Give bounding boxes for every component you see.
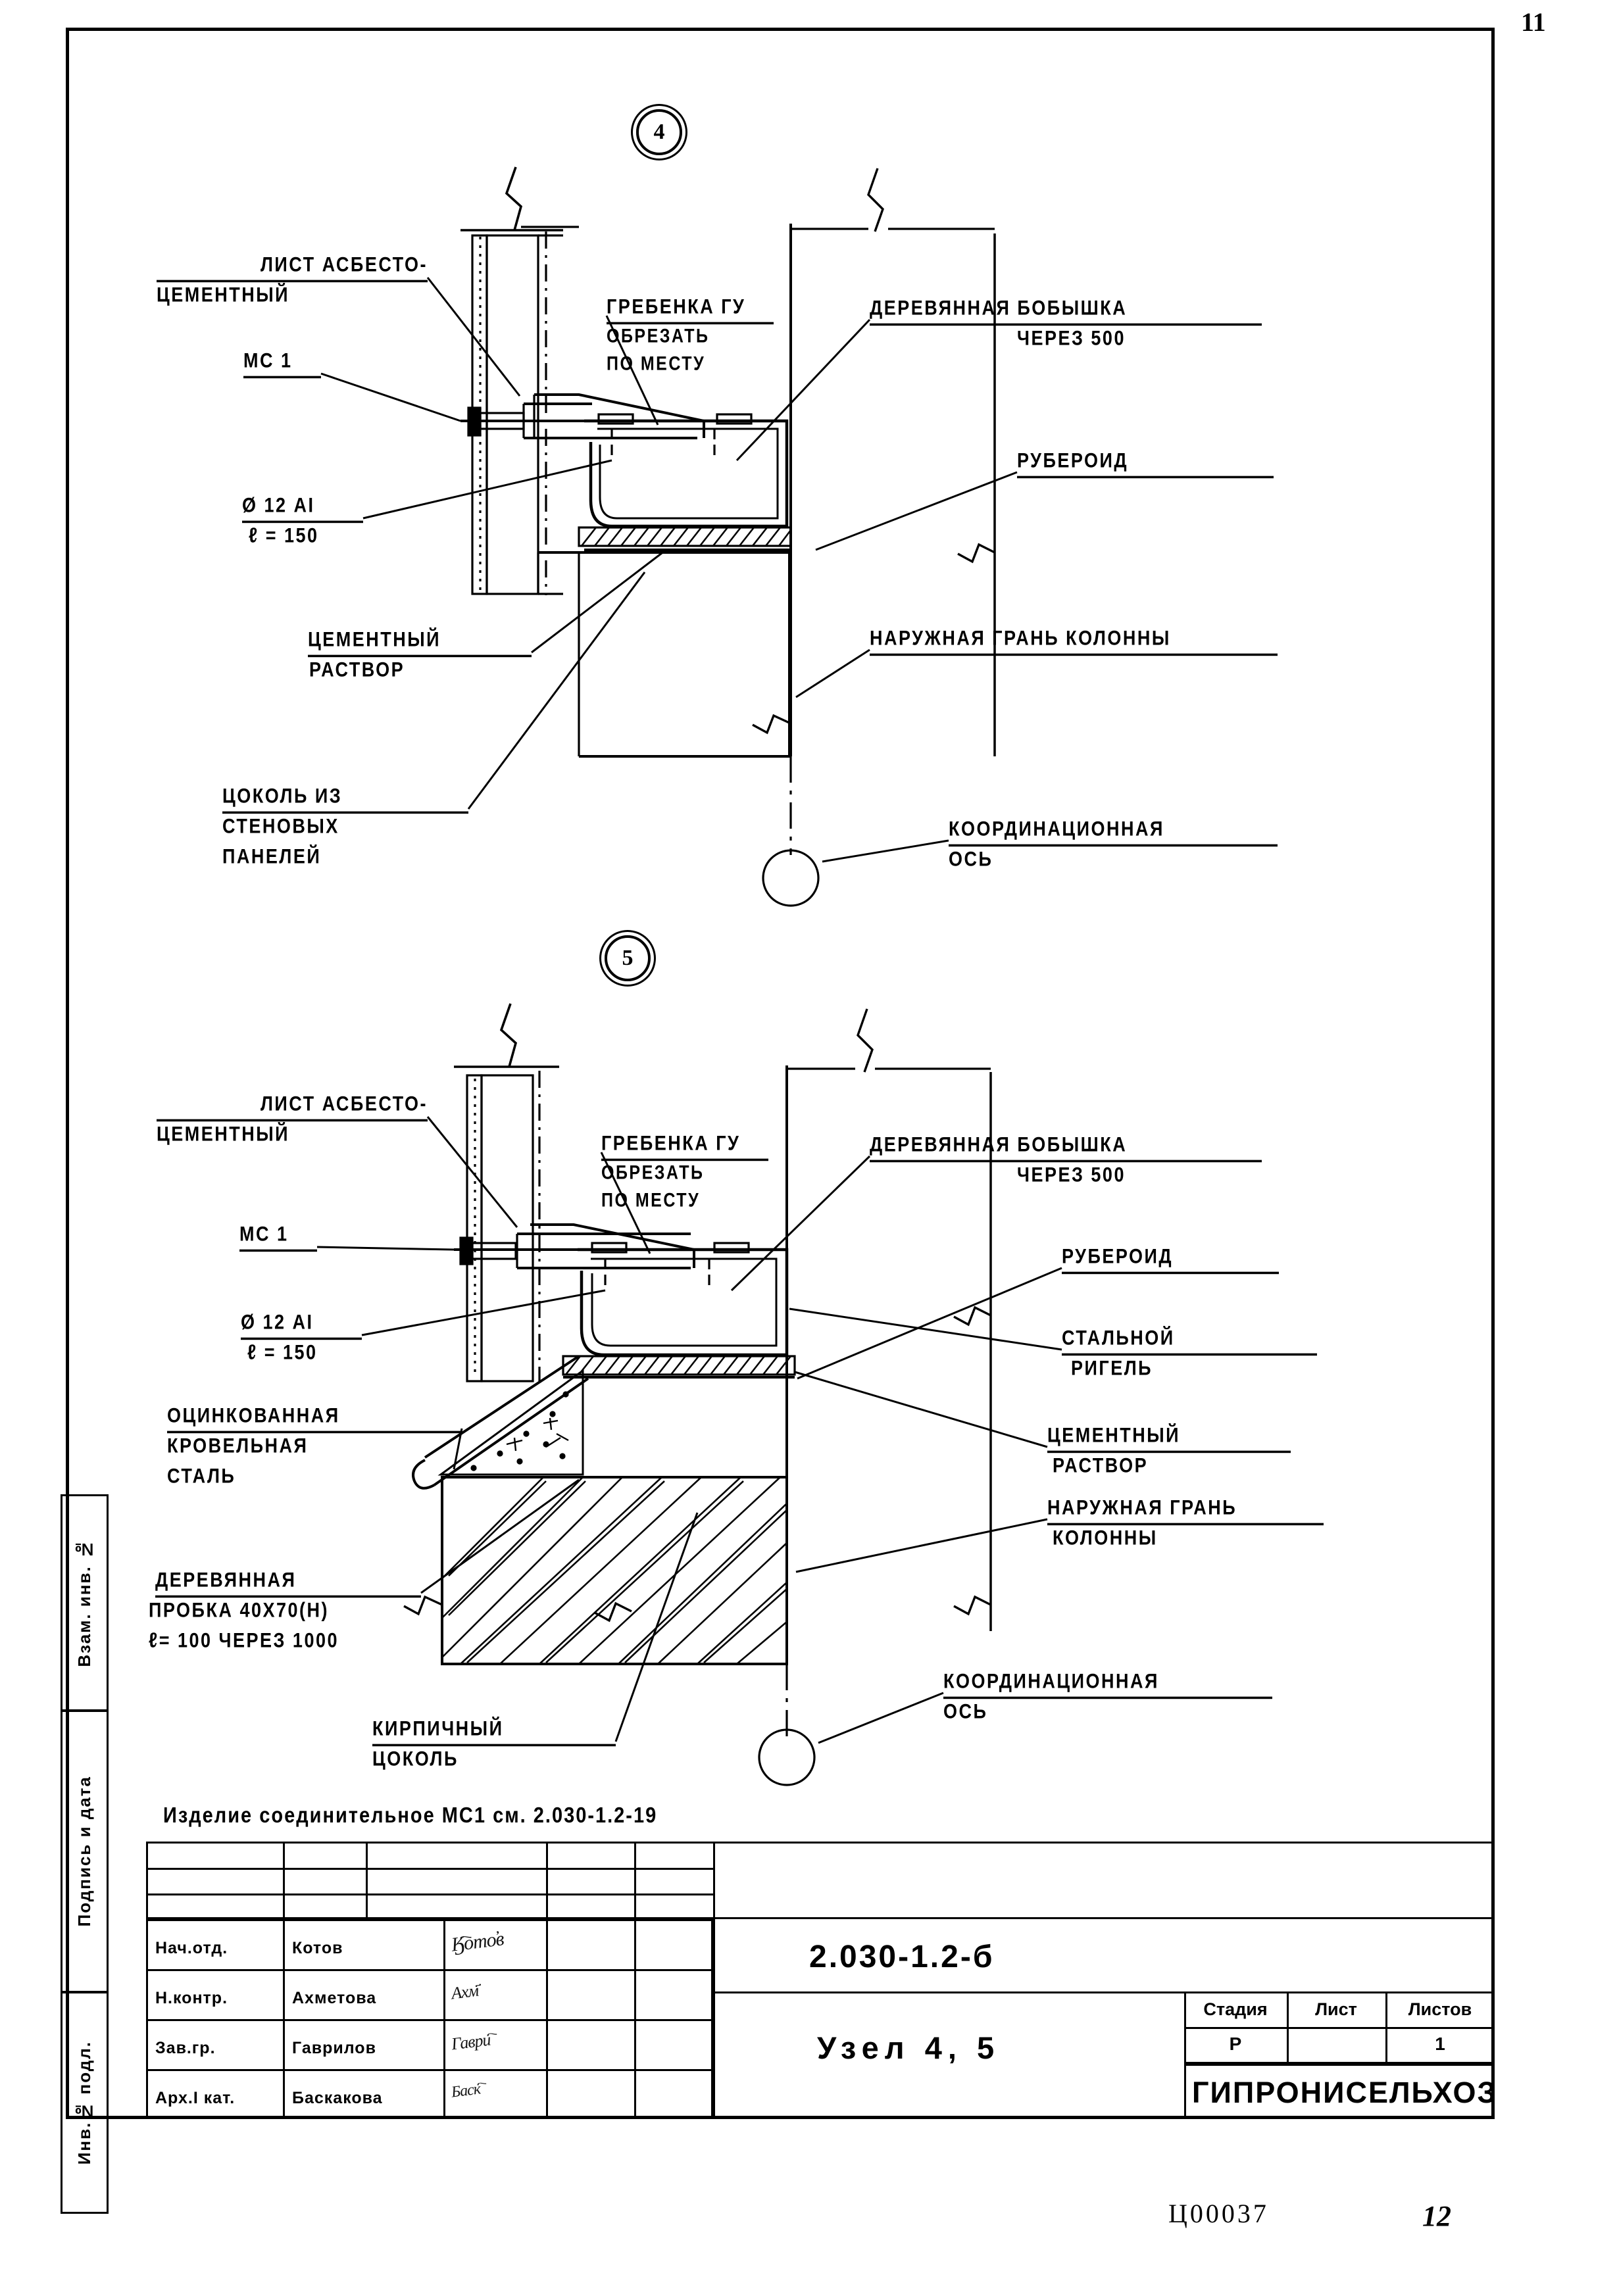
label-wood-block-4-line1: Деревянная бобышка <box>870 295 1262 326</box>
organization-name: ГИПРОНИСЕЛЬХОЗ <box>1192 2076 1497 2109</box>
drawing-title: Узел 4, 5 <box>817 2030 1001 2065</box>
label-ruberoid-5: Рубероид <box>1062 1243 1279 1274</box>
label-comb-5-line1: Гребенка ГУ <box>601 1130 768 1161</box>
label-steel-beam-5-line1: Стальной <box>1062 1325 1317 1356</box>
side-stamp: Взам. инв. № Подпись и дата Инв.№ подл. <box>46 1494 109 2214</box>
label-comb-4-line3: по месту <box>607 353 706 375</box>
personnel-role-0: Нач.отд. <box>155 1939 228 1957</box>
sheet-number-top: 11 <box>1521 7 1546 37</box>
revision-grid-divider-2 <box>366 1842 368 1919</box>
label-galv-steel-5-line2: кровельная <box>167 1434 309 1457</box>
detail-bubble-5: 5 <box>605 935 651 981</box>
label-galv-steel-5-line3: сталь <box>167 1464 236 1488</box>
label-brick-plinth-5-line2: цоколь <box>372 1747 459 1771</box>
organization-box <box>1184 2064 1495 2119</box>
label-rebar-5-line1: Ø 12 АI <box>241 1309 362 1340</box>
signature-1: Ахм҃ <box>450 1980 480 2003</box>
sheet-header: Лист <box>1315 1999 1357 2019</box>
label-plinth-4-line1: Цоколь из <box>222 783 468 814</box>
label-column-face-5-line2: колонны <box>1053 1526 1158 1550</box>
side-stamp-item-0: Взам. инв. № <box>61 1494 109 1711</box>
label-steel-beam-5-line2: ригель <box>1071 1356 1153 1380</box>
side-stamp-label-2: Инв.№ подл. <box>74 2040 94 2165</box>
side-stamp-label-0: Взам. инв. № <box>74 1538 94 1667</box>
label-rebar-5-line2: ℓ = 150 <box>247 1340 318 1364</box>
sheets-header: Листов <box>1408 1999 1472 2019</box>
label-mc1-4: МС 1 <box>243 347 321 378</box>
label-cement-mortar-4-line2: раствор <box>309 658 405 681</box>
personnel-role-3: Арх.I кат. <box>155 2089 236 2107</box>
revision-grid-divider-4 <box>634 1842 636 1919</box>
stage-header: Стадия <box>1203 1999 1268 2019</box>
label-axis-5-line1: Координационная <box>943 1668 1272 1699</box>
label-asbestos-sheet-4-line2: цементный <box>157 283 290 306</box>
label-comb-5-line3: по месту <box>601 1189 701 1211</box>
drawing-frame <box>66 28 1495 2119</box>
label-plinth-4-line2: стеновых <box>222 814 339 838</box>
personnel-name-1: Ахметова <box>292 1989 377 2007</box>
label-wood-plug-5-line2: пробка 40х70(h) <box>149 1598 330 1622</box>
label-column-face-5-line1: Наружная грань <box>1047 1494 1324 1525</box>
label-plinth-4-line3: панелей <box>222 844 322 868</box>
note-connecting-product: Изделие соединительное МС1 см. 2.030-1.2… <box>163 1803 658 1828</box>
sheets-value: 1 <box>1435 2034 1445 2054</box>
label-column-face-4: Наружная грань колонны <box>870 625 1278 656</box>
label-brick-plinth-5-line1: Кирпичный <box>372 1715 616 1746</box>
revision-grid-row-1 <box>146 1868 713 1870</box>
label-asbestos-sheet-4-line1: Лист асбесто- <box>157 251 428 282</box>
side-stamp-label-1: Подпись и дата <box>74 1776 94 1927</box>
revision-grid-divider-3 <box>546 1842 548 1919</box>
label-mc1-5: МС 1 <box>239 1221 317 1252</box>
label-ruberoid-4: Рубероид <box>1017 447 1274 478</box>
label-asbestos-sheet-5-line2: цементный <box>157 1122 290 1146</box>
revision-grid-row-2 <box>146 1893 713 1895</box>
label-rebar-4-line2: ℓ = 150 <box>249 524 319 547</box>
personnel-role-2: Зав.гр. <box>155 2039 216 2057</box>
label-axis-4-line2: ось <box>949 847 993 871</box>
label-axis-5-line2: ось <box>943 1699 988 1723</box>
bottom-hand-number: 12 <box>1422 2200 1451 2232</box>
label-galv-steel-5-line1: Оцинкованная <box>167 1402 462 1433</box>
title-block: Нач.отд. Котов Н.контр. Ахметова Зав.гр.… <box>146 1842 1497 2119</box>
personnel-name-2: Гаврилов <box>292 2039 376 2057</box>
stage-table-row-divider <box>1184 2027 1495 2029</box>
label-asbestos-sheet-5-line1: Лист асбесто- <box>157 1090 428 1121</box>
signature-3: Баск҇ <box>450 2080 482 2101</box>
label-wood-plug-5-line1: Деревянная <box>155 1567 421 1598</box>
personnel-role-1: Н.контр. <box>155 1989 228 2007</box>
detail-bubble-4: 4 <box>636 109 682 155</box>
titleblock-main-divider <box>713 1842 715 2119</box>
label-cement-mortar-5-line2: раствор <box>1053 1453 1149 1477</box>
side-stamp-item-2: Инв.№ подл. <box>61 1991 109 2214</box>
document-code: 2.030-1.2-б <box>809 1940 995 1974</box>
label-comb-5-line2: обрезать <box>601 1161 705 1184</box>
label-comb-4-line2: обрезать <box>607 325 710 347</box>
bottom-archive-code: Ц00037 <box>1168 2199 1269 2228</box>
label-cement-mortar-4-line1: Цементный <box>308 626 532 657</box>
label-wood-block-4-line2: через 500 <box>1017 326 1126 350</box>
label-cement-mortar-5-line1: Цементный <box>1047 1422 1291 1453</box>
label-wood-plug-5-line3: ℓ= 100 через 1000 <box>149 1628 339 1652</box>
revision-grid-divider-1 <box>283 1842 285 1919</box>
label-wood-block-5-line2: через 500 <box>1017 1163 1126 1186</box>
personnel-row-divider-1 <box>146 1969 713 1971</box>
personnel-name-3: Баскакова <box>292 2089 383 2107</box>
personnel-row-divider-2 <box>146 2019 713 2021</box>
label-rebar-4-line1: Ø 12 АI <box>242 492 363 523</box>
label-axis-4-line1: Координационная <box>949 816 1278 846</box>
stage-value: Р <box>1229 2034 1242 2054</box>
side-stamp-item-1: Подпись и дата <box>61 1710 109 1993</box>
personnel-name-0: Котов <box>292 1939 343 1957</box>
titleblock-right-divider <box>713 1991 1495 1993</box>
label-wood-block-5-line1: Деревянная бобышка <box>870 1131 1262 1162</box>
revision-grid <box>146 1842 1495 1919</box>
label-comb-4-line1: Гребенка ГУ <box>607 293 774 324</box>
personnel-row-divider-3 <box>146 2069 713 2071</box>
